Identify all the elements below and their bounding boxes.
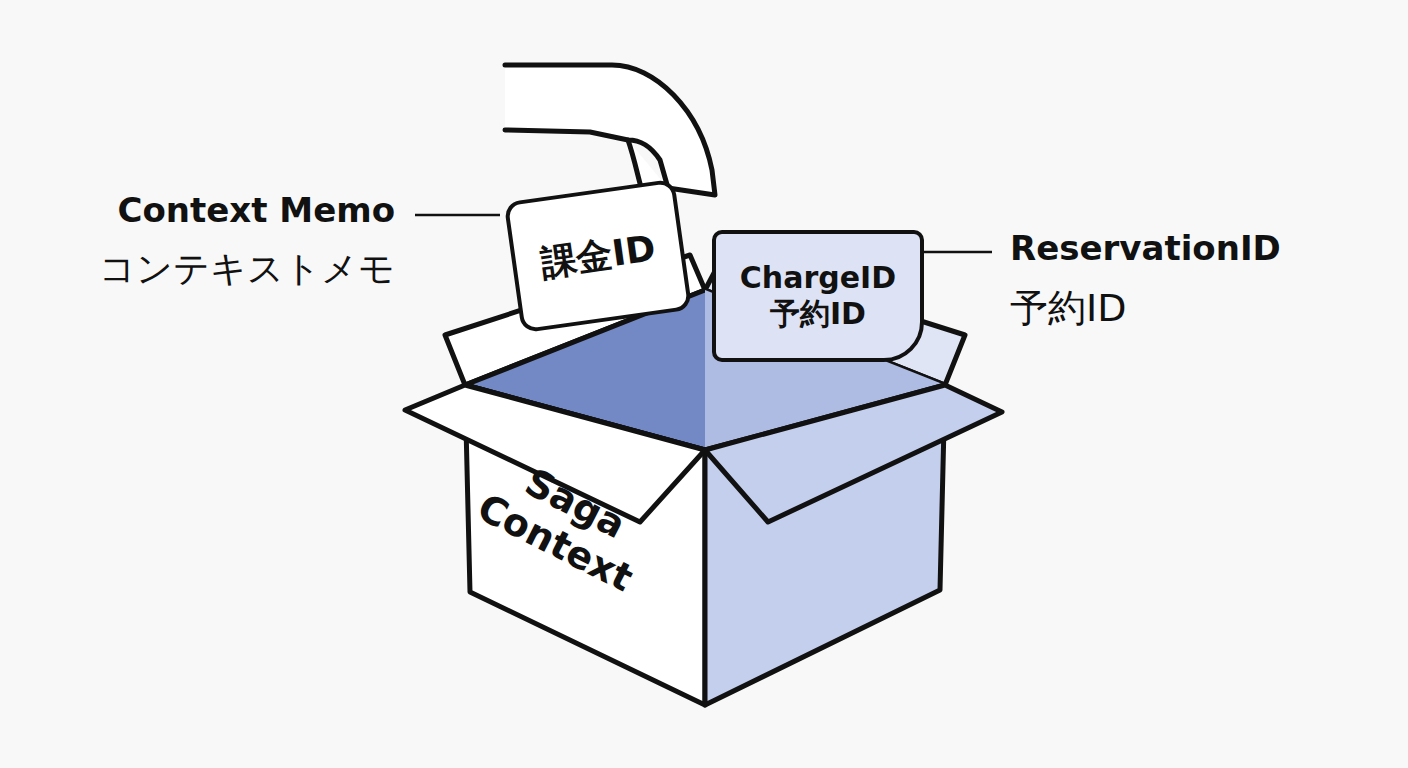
box-flap [705,385,1002,522]
callout-label: ReservationID [1010,228,1281,268]
card-text: 課金ID [538,227,658,286]
callout-label: Context Memo [117,190,395,230]
box-label: Saga Context [461,442,670,606]
hand [505,65,715,195]
id-card: 課金ID [504,179,693,334]
id-card: ChargeID 予約ID [712,230,924,362]
callout-label: コンテキストメモ [99,245,395,294]
leader-line [912,251,992,254]
context-box: Saga Context 課金ID ChargeID 予約ID [400,160,1020,720]
leader-line [415,214,500,217]
card-text: ChargeID 予約ID [728,260,908,332]
callout-label: 予約ID [1010,283,1126,334]
